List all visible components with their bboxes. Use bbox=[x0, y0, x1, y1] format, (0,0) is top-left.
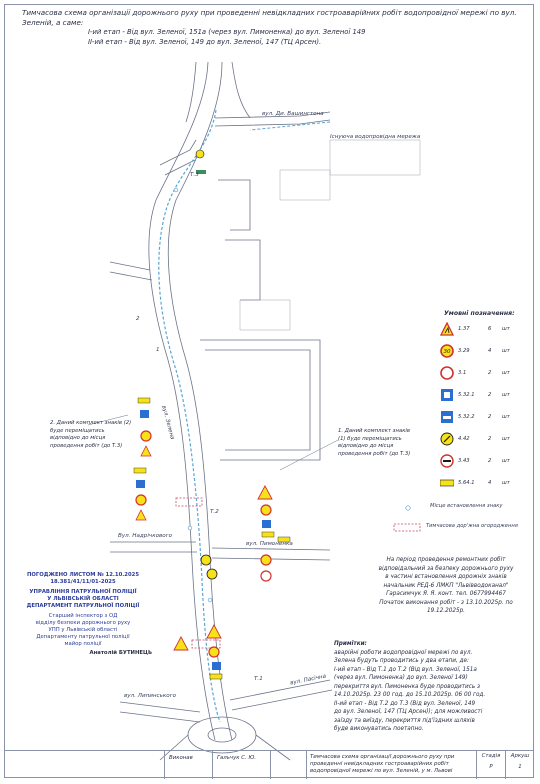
legend-fence: Тимчасова дор'жна огородження bbox=[426, 523, 518, 529]
detour-blue-icon-2 bbox=[441, 411, 453, 423]
fence-t2 bbox=[175, 497, 203, 507]
road-zelena-left-edge bbox=[148, 61, 216, 741]
sign-cluster-right bbox=[257, 485, 275, 538]
label-street-nadrichkovoho: Вул. Надрічкового bbox=[118, 533, 173, 539]
label-num-2: 2 bbox=[136, 316, 140, 322]
notes: Примітки: аварійні роботи водопровідної … bbox=[334, 640, 530, 734]
notes-title: Примітки: bbox=[334, 641, 367, 647]
detour-blue-icon bbox=[441, 389, 453, 401]
label-water-network: Існуюча водопровідна мережа bbox=[330, 134, 421, 140]
stamp-signer: Анатолій БУТИНЕЦЬ bbox=[89, 650, 152, 656]
pass-side-icon bbox=[440, 432, 454, 446]
legend-sign-place: Місце встановлення знаку bbox=[430, 503, 503, 509]
callout-left: 2. Даний комплект знаків (2) буде перемі… bbox=[50, 420, 132, 449]
plate-sign-icon bbox=[440, 479, 454, 487]
svg-text:30: 30 bbox=[444, 349, 451, 355]
approval-stamp: ПОГОДЖЕНО ЛИСТОМ № 12.10.2025 18.381/41/… bbox=[14, 572, 152, 680]
stage-1: І-ий етап - Від вул. Зеленої, 151а (чере… bbox=[88, 28, 366, 36]
road-zelena-right-edge bbox=[167, 61, 233, 741]
label-t3: Т.3 bbox=[190, 172, 199, 178]
label-t1: Т.1 bbox=[254, 676, 263, 682]
sign-cluster-intersection bbox=[200, 536, 291, 582]
water-network-line bbox=[158, 109, 221, 723]
label-street-top: вул. Ди. Вашингтона bbox=[262, 111, 324, 117]
tb-sheet: Аркуш 1 bbox=[505, 751, 534, 779]
no-entry-bar-icon bbox=[440, 454, 454, 468]
fence-t1 bbox=[191, 639, 221, 649]
drawing-sheet bbox=[4, 4, 534, 778]
stage-2: ІІ-ий етап - Від вул. Зеленої, 149 до ву… bbox=[88, 38, 322, 46]
label-t2: Т.2 bbox=[210, 509, 219, 515]
tb-caption: Тимчасова схема організації дорожнього р… bbox=[306, 751, 476, 779]
label-num-1: 1 bbox=[156, 347, 160, 353]
sign-cluster-left bbox=[137, 397, 152, 457]
legend-fence-swatch bbox=[393, 523, 421, 532]
label-street-lypynskoho: вул. Липинського bbox=[124, 693, 177, 699]
tb-stage: Стадія Р bbox=[476, 751, 505, 779]
title-block: Виконав Гальчук С. Ю. Тимчасова схема ор… bbox=[4, 750, 534, 779]
roadworks-triangle-icon bbox=[440, 322, 454, 336]
sign-cluster-bottom bbox=[173, 624, 223, 680]
speed-limit-icon: 30 bbox=[440, 344, 454, 358]
sign-cluster-left-lower bbox=[133, 467, 147, 521]
label-street-pymonenka: вул. Пимоненка bbox=[246, 541, 293, 547]
tb-name: Гальчук С. Ю. bbox=[212, 751, 270, 779]
tb-role: Виконав bbox=[164, 751, 212, 779]
legend-sign-dot bbox=[405, 505, 411, 511]
sign-group-top bbox=[195, 149, 206, 174]
no-entry-circle-icon bbox=[440, 366, 454, 380]
legend-title: Умовні позначення: bbox=[444, 310, 515, 317]
callout-right: 1. Даний комплект знаків (1) буде перемі… bbox=[338, 428, 411, 457]
note-main: На період проведення ремонтних робіт від… bbox=[378, 557, 514, 614]
header-title: Тимчасова схема організації дорожнього р… bbox=[22, 8, 517, 27]
